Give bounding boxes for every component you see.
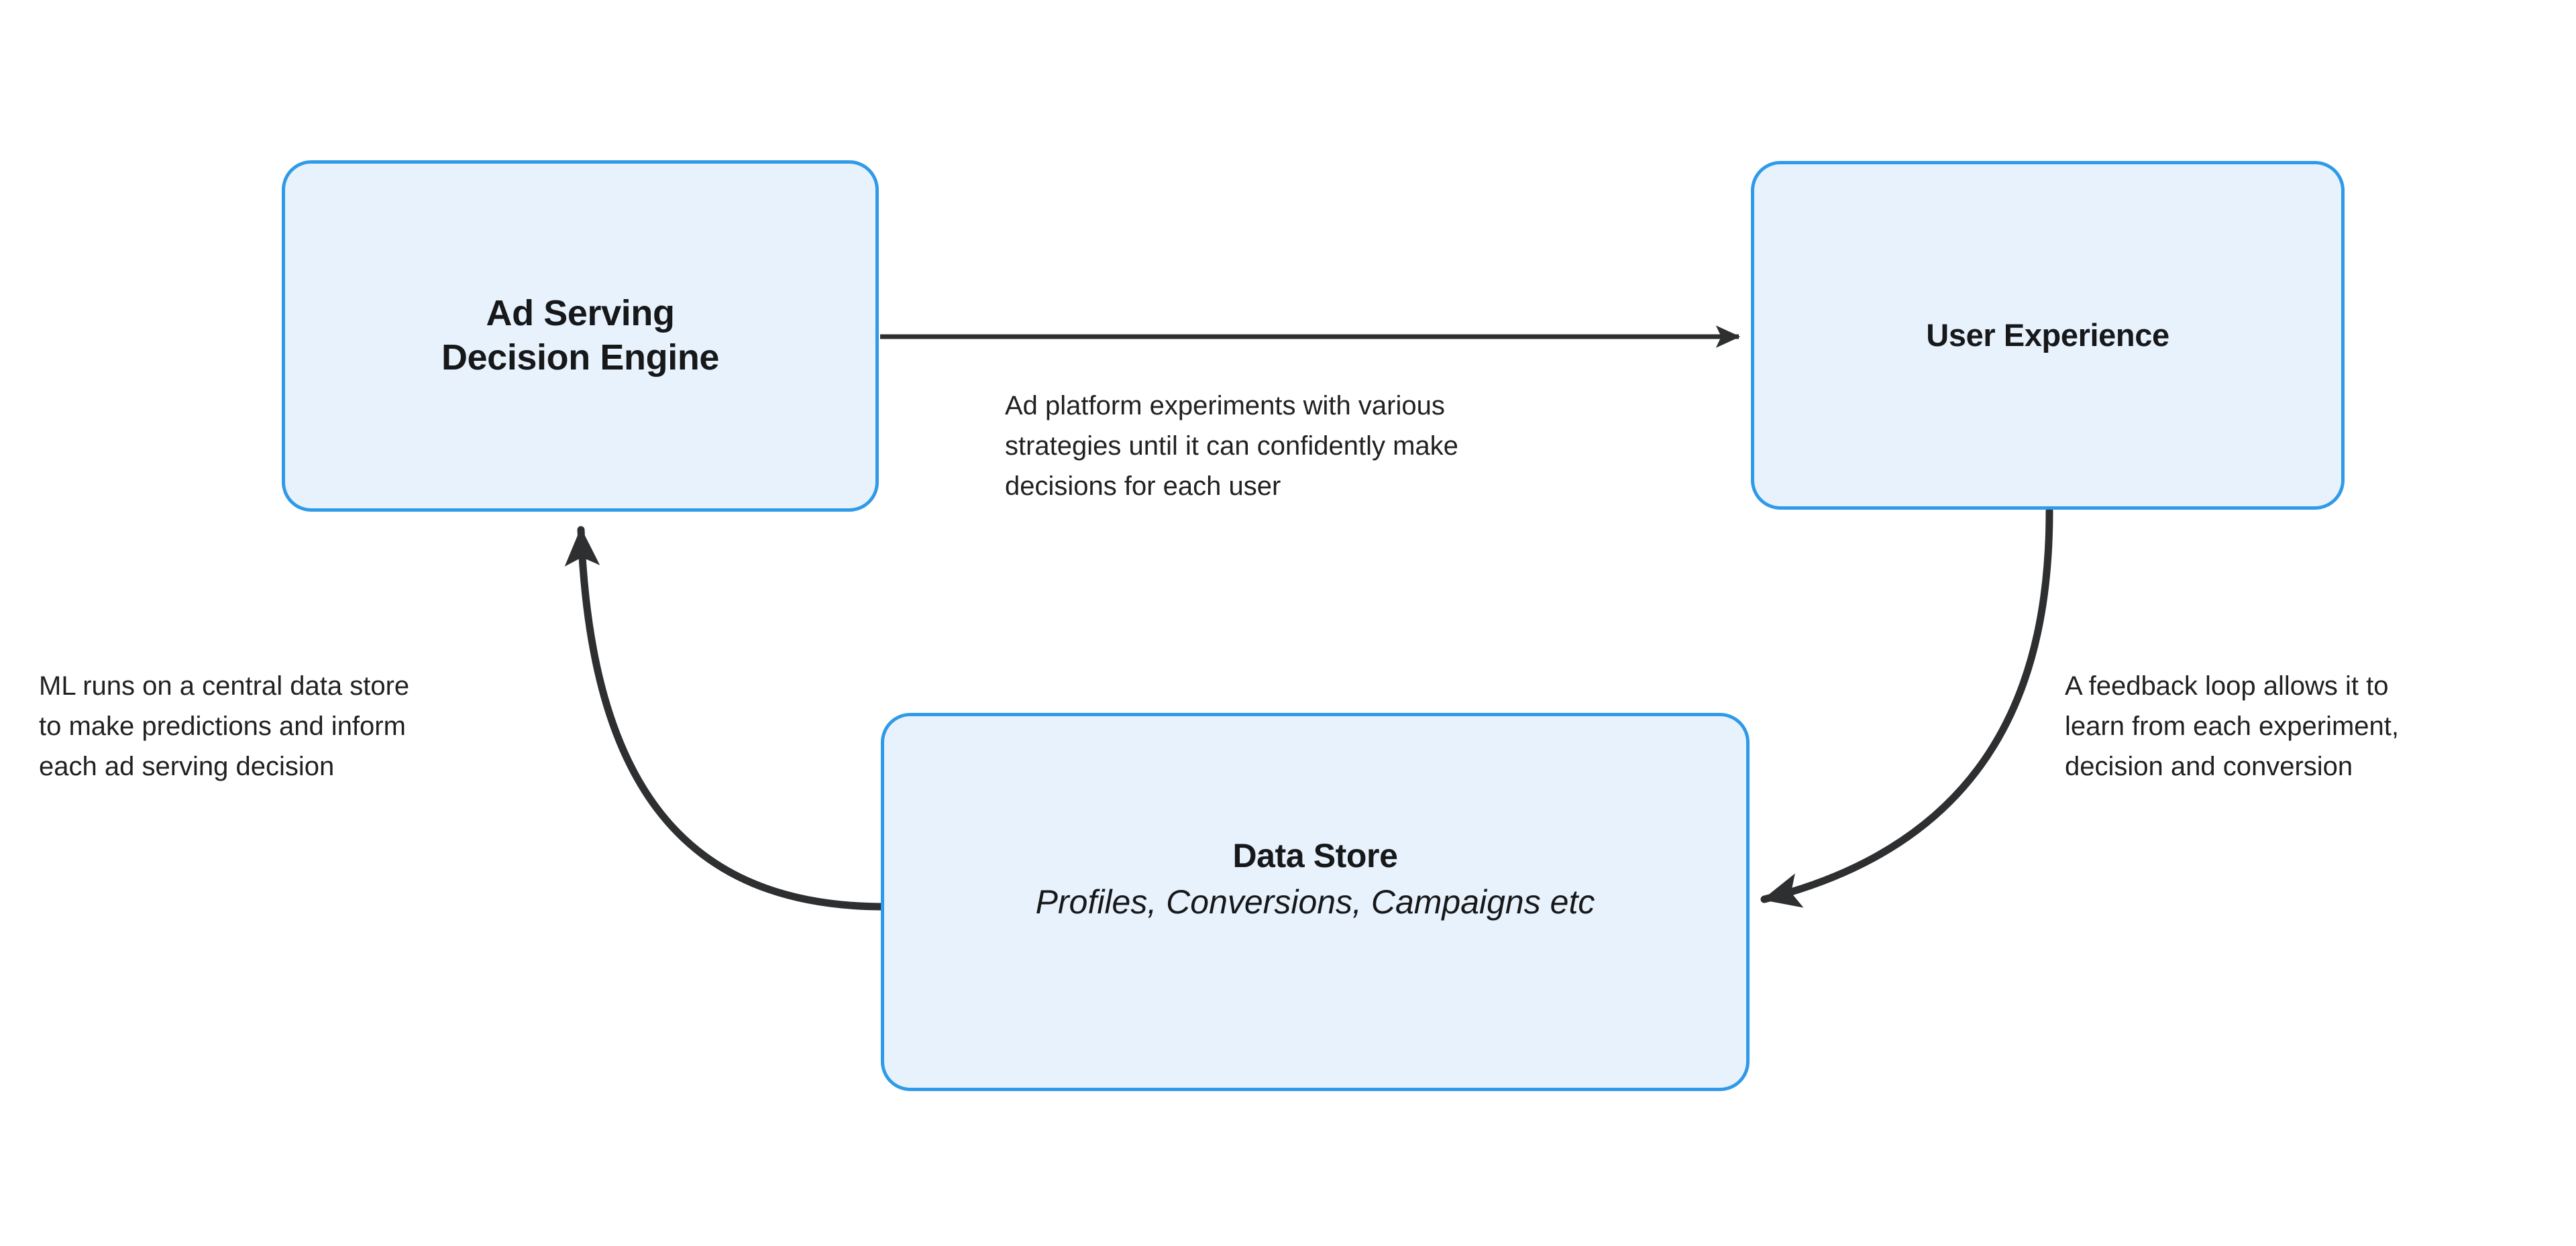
edge-user-experience-to-data-store xyxy=(1760,507,2053,908)
node-ad-serving-decision-engine[interactable]: Ad Serving Decision Engine xyxy=(282,160,879,512)
node-data-store[interactable]: Data Store Profiles, Conversions, Campai… xyxy=(881,713,1750,1091)
node-data-store-title: Data Store xyxy=(1232,837,1398,874)
node-user-experience-title: User Experience xyxy=(1926,317,2169,353)
node-ad-serving-decision-engine-title: Ad Serving Decision Engine xyxy=(441,293,720,378)
edge-caption-user-experience-to-data-store: A feedback loop allows it to learn from … xyxy=(2065,671,2400,781)
node-data-store-text-group: Data Store Profiles, Conversions, Campai… xyxy=(1036,836,1595,923)
edge-caption-data-store-to-ad-serving: ML runs on a central data store to make … xyxy=(39,671,410,781)
node-user-experience[interactable]: User Experience xyxy=(1751,161,2345,510)
edge-data-store-to-ad-serving xyxy=(564,526,888,911)
edge-caption-ad-serving-to-user-experience: Ad platform experiments with various str… xyxy=(1005,391,1458,501)
node-data-store-subtitle: Profiles, Conversions, Campaigns etc xyxy=(1035,883,1595,921)
